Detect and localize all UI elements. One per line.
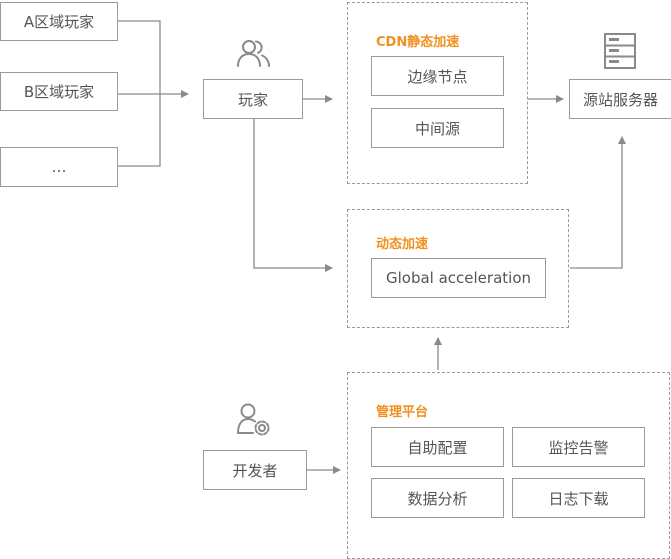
- monitor-alert-box: 监控告警: [512, 427, 645, 467]
- player-region-a-label: A区域玩家: [23, 13, 95, 31]
- management-platform-title: 管理平台: [376, 405, 429, 420]
- global-acceleration-label: Global acceleration: [385, 269, 532, 287]
- monitor-alert-label: 监控告警: [548, 438, 609, 457]
- hub-to-dynamic-arrow: [253, 119, 333, 272]
- dynamic-acceleration-title: 动态加速: [376, 237, 429, 252]
- cdn-static-group: [347, 2, 528, 184]
- middle-source-label: 中间源: [414, 119, 460, 138]
- origin-server-label: 源站服务器: [582, 90, 658, 109]
- player-region-more-label: …: [51, 158, 67, 176]
- player-region-b-label: B区域玩家: [23, 83, 95, 101]
- cdn-static-title: CDN静态加速: [376, 35, 460, 50]
- edge-node-box: 边缘节点: [371, 56, 504, 96]
- player-region-more: …: [0, 147, 118, 187]
- players-hub-label: 玩家: [237, 90, 268, 109]
- log-download-label: 日志下载: [548, 489, 609, 508]
- dynamic-to-origin-arrow: [570, 136, 626, 269]
- players-hub: 玩家: [203, 79, 303, 119]
- player-region-a: A区域玩家: [0, 2, 118, 41]
- edge-node-label: 边缘节点: [407, 67, 468, 86]
- middle-source-box: 中间源: [371, 108, 504, 148]
- global-acceleration-box: Global acceleration: [371, 258, 546, 298]
- data-analysis-label: 数据分析: [407, 489, 468, 508]
- server-icon: [604, 33, 636, 69]
- self-config-box: 自助配置: [371, 427, 504, 467]
- developer-label: 开发者: [232, 461, 278, 480]
- self-config-label: 自助配置: [407, 438, 468, 457]
- player-region-b: B区域玩家: [0, 72, 118, 111]
- data-analysis-box: 数据分析: [371, 478, 504, 518]
- user-gear-icon: [237, 403, 270, 436]
- log-download-box: 日志下载: [512, 478, 645, 518]
- origin-server-box: 源站服务器: [569, 79, 671, 119]
- users-icon: [237, 40, 270, 67]
- developer-box: 开发者: [203, 450, 307, 490]
- dynamic-acceleration-group: [347, 209, 569, 328]
